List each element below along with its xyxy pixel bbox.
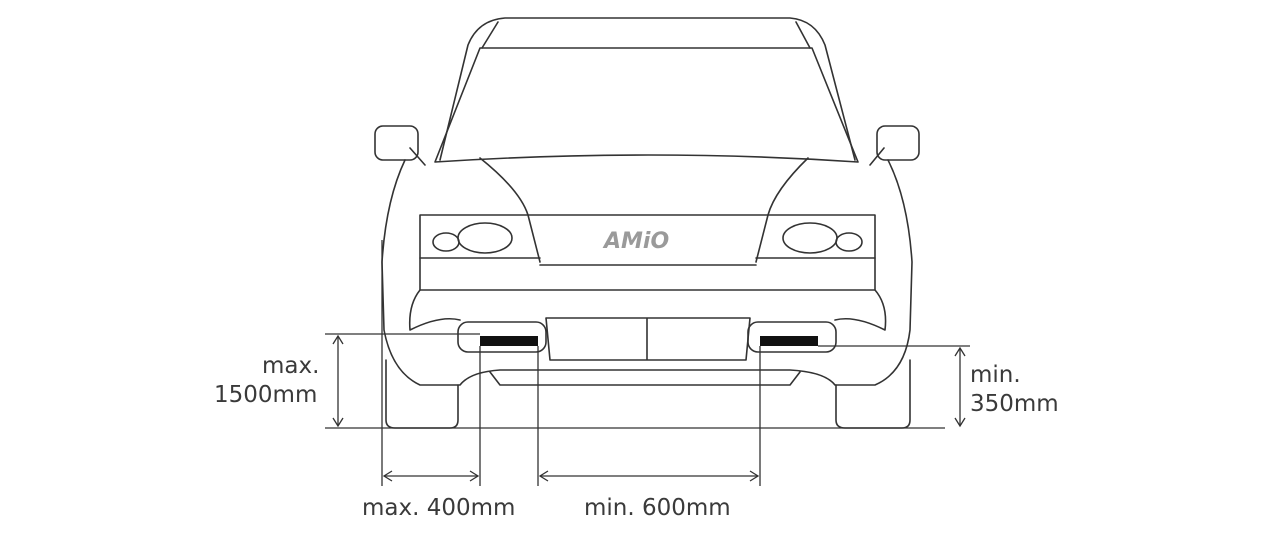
windshield [434,47,859,163]
right-mirror [876,125,920,161]
right-headlight [782,222,838,254]
max-height-label-1: max. [262,353,320,379]
right-fog-lamp [760,336,818,346]
left-wheel [385,359,459,429]
min-height-label-1: min. [970,362,1021,388]
max-height-label-2: 1500mm [214,382,318,408]
min-between-distance-label: min. 600mm [584,495,731,521]
brand-logo: AMiO [602,229,669,254]
left-mirror [374,125,419,161]
left-headlight [457,222,513,254]
dimension-lines [325,240,970,486]
right-wheel [835,359,911,429]
max-side-distance-label: max. 400mm [362,495,516,521]
left-fog-lamp [480,336,538,346]
car-outline [374,17,920,429]
min-height-label-2: 350mm [970,391,1059,417]
left-fog-housing [457,321,547,353]
